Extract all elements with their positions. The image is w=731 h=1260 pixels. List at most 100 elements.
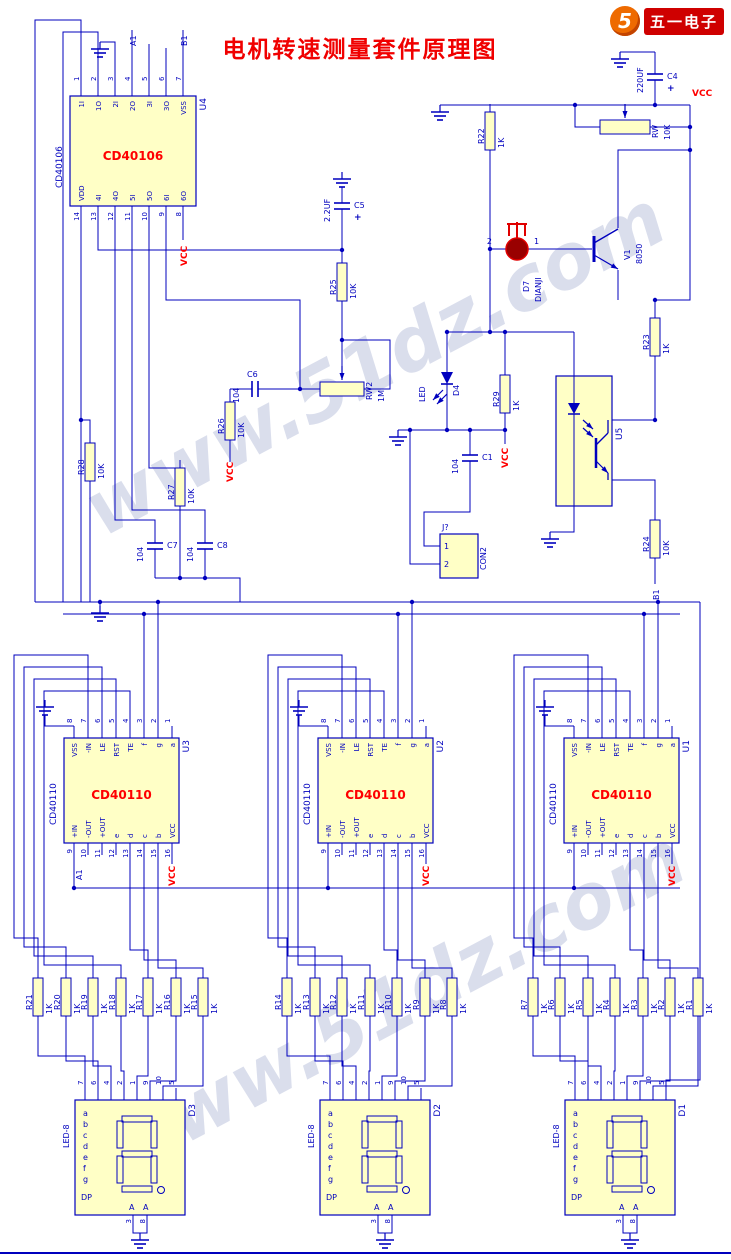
resistor-value: 1K — [377, 1003, 386, 1014]
resistor-value: 10K — [349, 283, 358, 299]
resistor-ref: R4 — [602, 999, 611, 1010]
pin-label: 5I — [129, 194, 137, 201]
pin-label: +OUT — [99, 817, 107, 838]
vcc-label: VCC — [422, 865, 432, 886]
pin-label: VSS — [71, 742, 79, 756]
common-anode-label: A — [143, 1203, 149, 1212]
digit-segment — [116, 1120, 124, 1149]
resistor-ref: R11 — [357, 994, 366, 1010]
pin-label: 3O — [163, 101, 171, 111]
pin-label: -OUT — [585, 820, 593, 838]
pin-label: g — [409, 743, 417, 747]
vcc-label: VCC — [668, 865, 678, 886]
pin-number: 3 — [390, 719, 398, 723]
brand-logo: 5 五一电子 — [610, 6, 725, 36]
pin-number: 3 — [615, 1219, 623, 1223]
pin-label: 2I — [112, 101, 120, 108]
segment-letter: b — [328, 1120, 333, 1129]
digit-segment — [395, 1155, 403, 1184]
ground-symbol — [376, 1233, 394, 1249]
resistor-ref: R17 — [135, 994, 144, 1010]
resistor-value: 1K — [100, 1003, 109, 1014]
capacitor-ref: C1 — [482, 453, 493, 462]
pin-number: 4 — [103, 1080, 111, 1085]
resistor-ref: R10 — [384, 994, 393, 1010]
digit-segment — [366, 1115, 398, 1123]
pin-number: 8 — [139, 1219, 147, 1223]
common-anode-label: A — [633, 1203, 639, 1212]
chip-side-label: CD40110 — [49, 783, 59, 825]
display-side-label: LED-8 — [62, 1124, 71, 1148]
pin-number: 6 — [580, 1080, 588, 1085]
pin-number: 4 — [122, 718, 130, 723]
pin-number: 1 — [129, 1081, 137, 1085]
pin-label: f — [641, 742, 649, 745]
pin-label: a — [169, 743, 177, 747]
resistor-ref: R25 — [329, 279, 338, 295]
pin-number: 7 — [334, 719, 342, 723]
pin-label: VSS — [180, 100, 188, 114]
segment-letter: a — [573, 1109, 578, 1118]
digit-segment — [611, 1185, 643, 1193]
pin-number: 5 — [362, 719, 370, 723]
resistor-ref: R6 — [547, 999, 556, 1010]
pin-number: 4 — [348, 1080, 356, 1085]
pot-ref: RW2 — [365, 382, 374, 400]
capacitor-value: 104 — [451, 459, 460, 474]
pot-value: 1M — [377, 390, 386, 402]
chip-part-name: CD40110 — [91, 788, 152, 802]
pin-number: 11 — [124, 212, 132, 221]
digit-segment — [606, 1120, 614, 1149]
pin-number: 13 — [90, 212, 98, 221]
resistor-ref: R24 — [642, 536, 651, 552]
resistor-value: 1K — [45, 1003, 54, 1014]
resistor-R6: R6 1K — [547, 970, 576, 1024]
common-anode-label: A — [374, 1203, 380, 1212]
pin-label: e — [367, 834, 375, 838]
resistor-ref: R3 — [630, 999, 639, 1010]
resistor-ref: R19 — [80, 994, 89, 1010]
wire-layer — [13, 19, 701, 1234]
pin-label: f — [141, 742, 149, 745]
chip-ref: U2 — [436, 740, 446, 752]
pin-number: 7 — [80, 719, 88, 723]
resistor-value: 1K — [567, 1003, 576, 1014]
pin-number: 11 — [348, 849, 356, 858]
resistor-value: 10K — [237, 422, 246, 438]
pin-number: 14 — [73, 211, 81, 220]
connector-pin: 1 — [444, 542, 449, 551]
segment-letter: g — [573, 1175, 578, 1184]
pin-label: f — [395, 742, 403, 745]
pin-number: 16 — [664, 848, 672, 857]
pin-label: LE — [599, 743, 607, 751]
pin-number: 12 — [108, 849, 116, 858]
capacitor-ref: C4 — [667, 72, 678, 81]
pin-label: c — [641, 834, 649, 838]
resistor-value: 1K — [155, 1003, 164, 1014]
pin-number: 8 — [66, 719, 74, 723]
pin-number: 10 — [334, 849, 342, 858]
pot-value: 10K — [663, 124, 672, 140]
chip-side-label: CD40106 — [55, 146, 65, 188]
segment-dp-label: DP — [81, 1193, 92, 1202]
pin-number: 12 — [107, 212, 115, 221]
capacitor-ref: C6 — [247, 370, 258, 379]
pin-label: -IN — [585, 743, 593, 753]
ground-symbol — [333, 172, 351, 188]
resistor-ref: R2 — [657, 999, 666, 1010]
page-title: 电机转速测量套件原理图 — [222, 37, 498, 63]
pin-label: e — [613, 834, 621, 838]
digit-dp — [157, 1186, 165, 1194]
pin-number: 6 — [348, 718, 356, 723]
resistor-R19: R19 1K — [80, 970, 109, 1024]
segment-letter: d — [328, 1142, 333, 1151]
digit-segment — [366, 1150, 398, 1158]
segment-letter: f — [83, 1164, 86, 1173]
